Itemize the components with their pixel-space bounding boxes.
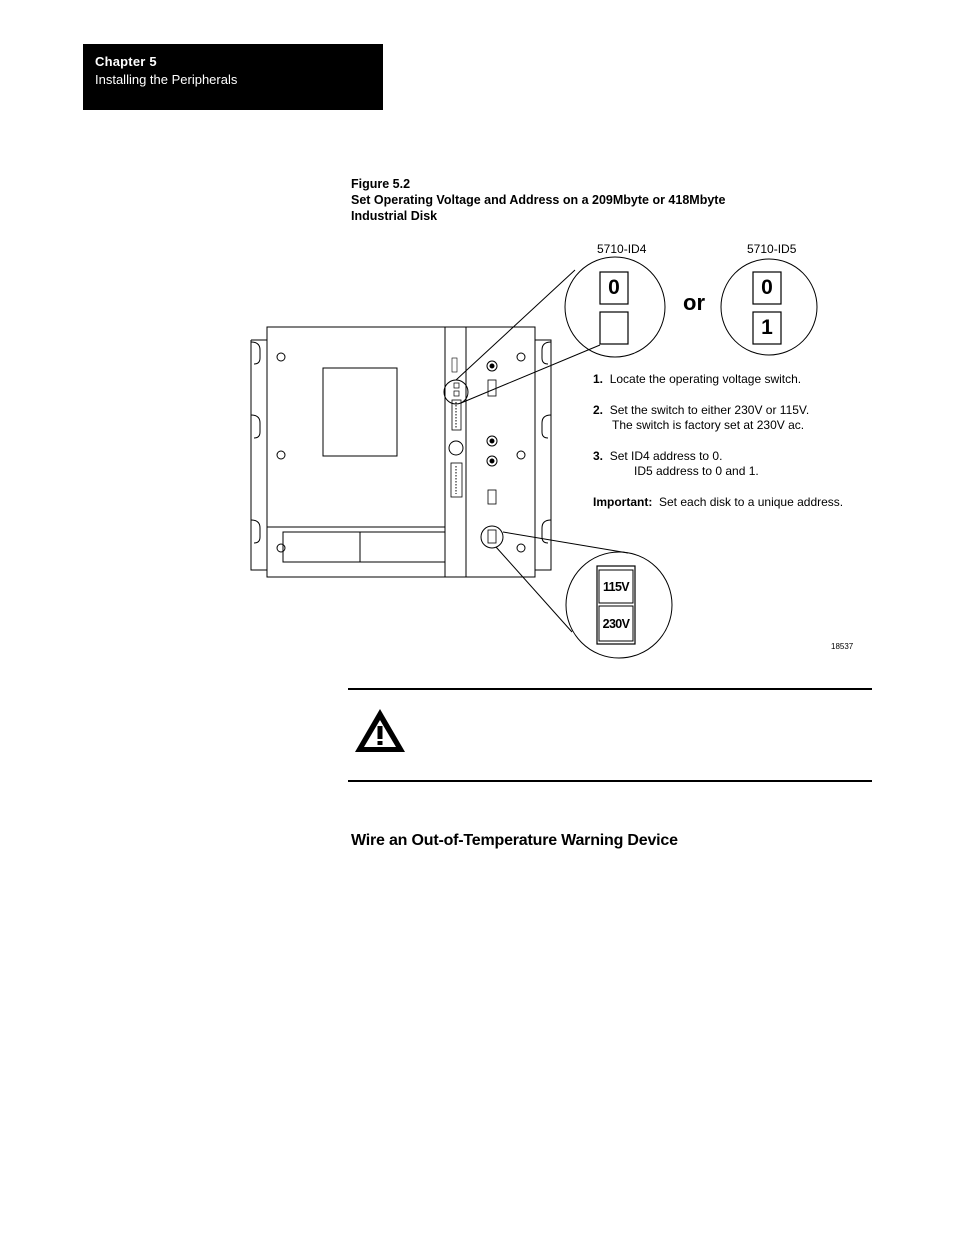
important-note: Important: Set each disk to a unique add… <box>593 495 923 510</box>
id5-switch-digit-top: 0 <box>761 276 773 299</box>
important-text: Set each disk to a unique address. <box>659 495 844 509</box>
step-text-continued: The switch is factory set at 230V ac. <box>612 418 805 432</box>
chapter-label: Chapter 5 <box>95 54 157 69</box>
id5-label: 5710-ID5 <box>747 242 797 256</box>
warning-top-rule <box>348 688 872 690</box>
disk-chassis <box>266 326 536 578</box>
warning-bottom-rule <box>348 780 872 782</box>
section-heading: Wire an Out-of-Temperature Warning Devic… <box>351 832 678 849</box>
step-text-continued: ID5 address to 0 and 1. <box>634 464 759 478</box>
id4-switch-zoom <box>564 256 666 358</box>
step-number: 2. <box>593 403 604 417</box>
id4-label: 5710-ID4 <box>597 242 647 256</box>
voltage-switch-zoom <box>565 551 673 659</box>
step-number: 1. <box>593 372 604 386</box>
figure-title-line1: Set Operating Voltage and Address on a 2… <box>351 193 726 207</box>
label-plate <box>322 367 398 457</box>
voltage-option-230v: 230V <box>602 617 630 631</box>
id5-switch-zoom <box>720 258 818 356</box>
voltage-option-115v: 115V <box>602 580 630 594</box>
instruction-step: 1. Locate the operating voltage switch. <box>593 372 923 387</box>
figure-title-line2: Industrial Disk <box>351 209 438 223</box>
or-text: or <box>683 290 705 315</box>
chapter-header: Chapter 5 Installing the Peripherals <box>83 44 383 110</box>
rear-panel <box>444 326 467 578</box>
step-text: Set the switch to either 230V or 115V. <box>609 403 810 417</box>
voltage-switch-location <box>480 525 504 549</box>
rear-panel-knob <box>448 440 464 456</box>
important-label: Important: <box>593 495 653 509</box>
step-text: Set ID4 address to 0. <box>609 449 723 463</box>
right-bracket <box>535 339 552 571</box>
instruction-step: 3. Set ID4 address to 0. ID5 address to … <box>593 449 923 479</box>
chapter-title: Installing the Peripherals <box>95 72 238 87</box>
figure-number: Figure 5.2 <box>351 177 411 191</box>
id4-switch-digit-top: 0 <box>608 276 620 299</box>
step-number: 3. <box>593 449 604 463</box>
instruction-step: 2. Set the switch to either 230V or 115V… <box>593 403 923 433</box>
instructions-list: 1. Locate the operating voltage switch. … <box>593 372 923 526</box>
step-text: Locate the operating voltage switch. <box>609 372 802 386</box>
id5-switch-digit-bottom: 1 <box>761 316 773 339</box>
warning-triangle-icon <box>355 709 405 752</box>
figure-id: 18537 <box>831 642 854 651</box>
left-bracket <box>250 339 267 571</box>
figure-caption: Figure 5.2 Set Operating Voltage and Add… <box>351 176 771 224</box>
